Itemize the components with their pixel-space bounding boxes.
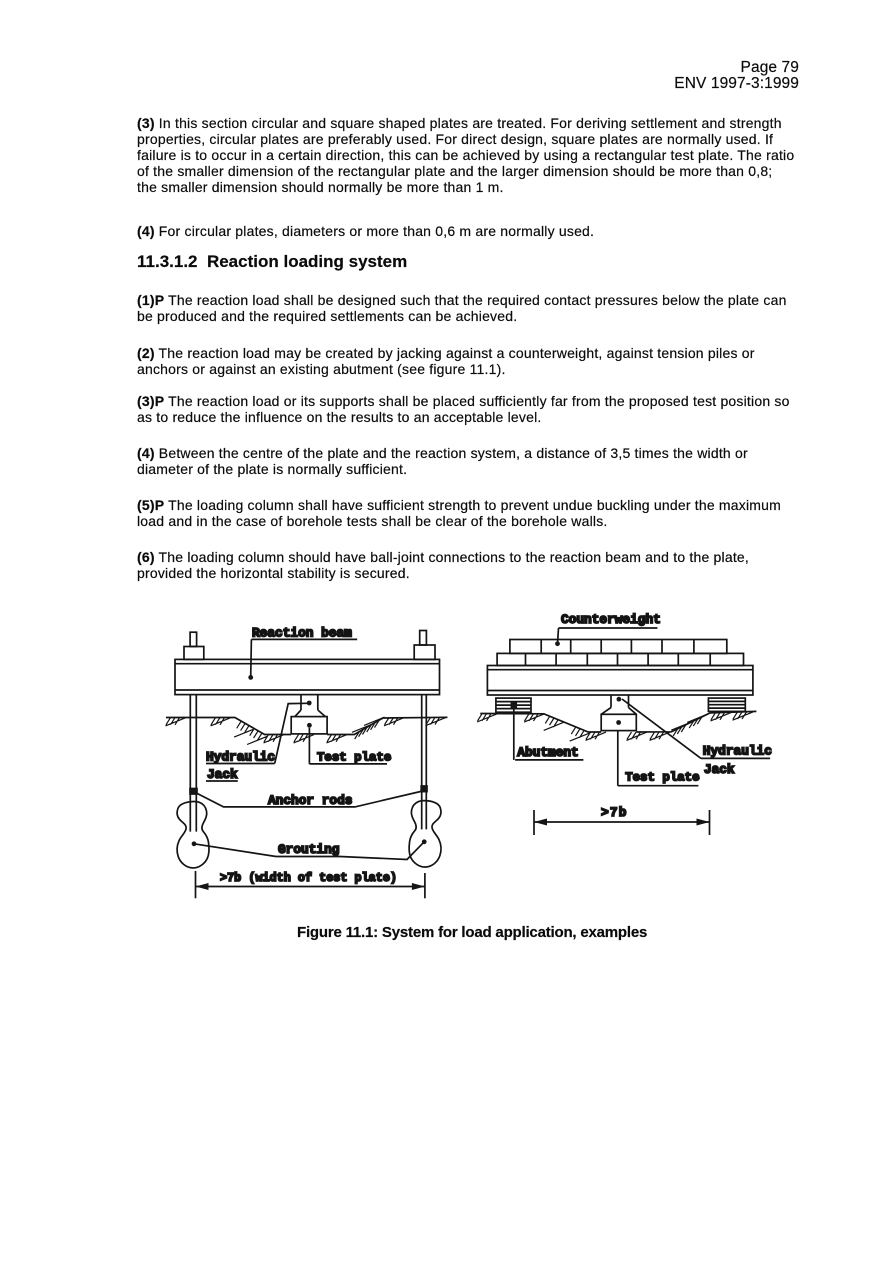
- svg-text:>7b (width of test plate): >7b (width of test plate): [220, 871, 397, 885]
- svg-text:Counterweight: Counterweight: [561, 612, 661, 627]
- svg-text:Jack: Jack: [207, 767, 238, 782]
- svg-text:Test plate: Test plate: [625, 771, 699, 785]
- svg-text:Jack: Jack: [704, 762, 735, 777]
- svg-text:Abutment: Abutment: [517, 745, 578, 760]
- svg-text:>7b: >7b: [601, 805, 628, 820]
- svg-text:Reaction beam: Reaction beam: [252, 626, 352, 641]
- svg-text:Hydraulic: Hydraulic: [206, 750, 275, 765]
- svg-text:Hydraulic: Hydraulic: [703, 744, 772, 759]
- svg-text:Anchor rods: Anchor rods: [268, 793, 352, 808]
- svg-text:Test plate: Test plate: [317, 751, 391, 765]
- svg-text:Grouting: Grouting: [278, 842, 339, 857]
